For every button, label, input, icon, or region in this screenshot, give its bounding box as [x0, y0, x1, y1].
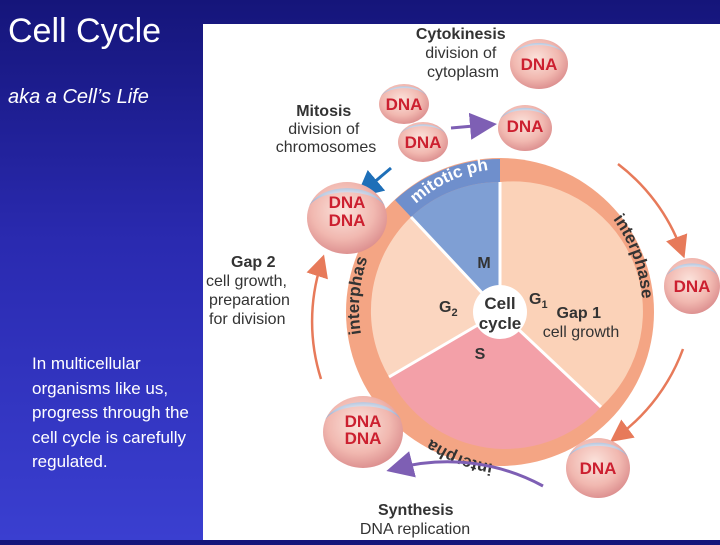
phase-label-m: M [477, 255, 490, 272]
arrow-to-late-g1 [609, 348, 685, 442]
phase-label-g2: G2 [439, 299, 458, 319]
dna-label: DNA [386, 95, 423, 114]
arrow-to-g1 [617, 163, 688, 259]
cell-daughter: DNA [498, 105, 552, 151]
g1-sector [500, 181, 643, 407]
cell-mitosis-bottom: DNA [398, 122, 448, 162]
caption-mitosis-line1: division of [288, 121, 360, 138]
caption-gap2-line1: cell growth, [206, 273, 287, 290]
slide-title: Cell Cycle [8, 12, 162, 50]
m-sector [411, 181, 500, 312]
cell-late-g1: DNA [566, 438, 630, 498]
slide-subtitle: aka a Cell’s Life [8, 86, 149, 108]
dna-label: DNA [329, 193, 366, 212]
arrow-synthesis [386, 451, 544, 488]
caption-gap2-title: Gap 2 [231, 254, 276, 271]
phase-label-s: S [475, 346, 486, 363]
center-label-line2: cycle [479, 314, 522, 333]
cell-cytokinesis: DNA [510, 39, 568, 89]
dna-label: DNA [580, 459, 617, 478]
caption-gap1-title: Gap 1 [557, 305, 602, 322]
dna-label: DNA [674, 277, 711, 296]
caption-gap2-line2: preparation [209, 292, 290, 309]
caption-mitosis-line2: chromosomes [276, 139, 376, 156]
cell-synthesis: DNA DNA [323, 396, 403, 468]
caption-gap2: Gap 2 cell growth, preparation for divis… [206, 254, 294, 328]
caption-synthesis-title: Synthesis [378, 502, 454, 519]
g2-subscript: 2 [451, 307, 457, 319]
g2-letter: G [439, 299, 451, 316]
cycle-sectors [370, 159, 643, 449]
dna-label: DNA [345, 429, 382, 448]
caption-synthesis: Synthesis DNA replication [360, 502, 470, 538]
cell-cycle-svg: Cell cycle M S G2 G1 mitotic ph interpha… [206, 26, 720, 538]
caption-mitosis-title: Mitosis [296, 103, 351, 120]
caption-mitosis: Mitosis division of chromosomes [276, 103, 376, 156]
caption-cytokinesis: Cytokinesis division of cytoplasm [416, 26, 510, 81]
slide-body-text: In multicellular organisms like us, prog… [32, 354, 189, 471]
center-label-line1: Cell [484, 294, 515, 313]
g1-letter: G [529, 291, 541, 308]
dna-label: DNA [521, 55, 558, 74]
g1-subscript: 1 [541, 299, 547, 311]
caption-synthesis-line1: DNA replication [360, 521, 470, 538]
caption-cytokinesis-line1: division of [425, 45, 497, 62]
dna-label: DNA [345, 412, 382, 431]
center-circle [473, 285, 527, 339]
dna-label: DNA [405, 133, 442, 152]
phase-label-g1: G1 [529, 291, 548, 311]
cell-g2: DNA DNA [307, 182, 387, 254]
caption-gap2-line3: for division [209, 311, 285, 328]
arrow-cytokinesis [450, 112, 497, 140]
caption-gap1: Gap 1 cell growth [543, 305, 619, 341]
dna-label: DNA [329, 211, 366, 230]
cell-cycle-diagram: Cell cycle M S G2 G1 mitotic ph interpha… [203, 24, 720, 540]
caption-gap1-line1: cell growth [543, 324, 619, 341]
caption-cytokinesis-title: Cytokinesis [416, 26, 506, 43]
caption-cytokinesis-line2: cytoplasm [427, 64, 499, 81]
cell-mitosis-top: DNA [379, 84, 429, 124]
arrow-mitosis [355, 166, 392, 198]
g2-sector [370, 217, 500, 377]
arrow-to-g2 [306, 254, 328, 380]
cell-g1: DNA [664, 258, 720, 314]
dna-label: DNA [507, 117, 544, 136]
mitotic-ring-band [395, 159, 500, 217]
